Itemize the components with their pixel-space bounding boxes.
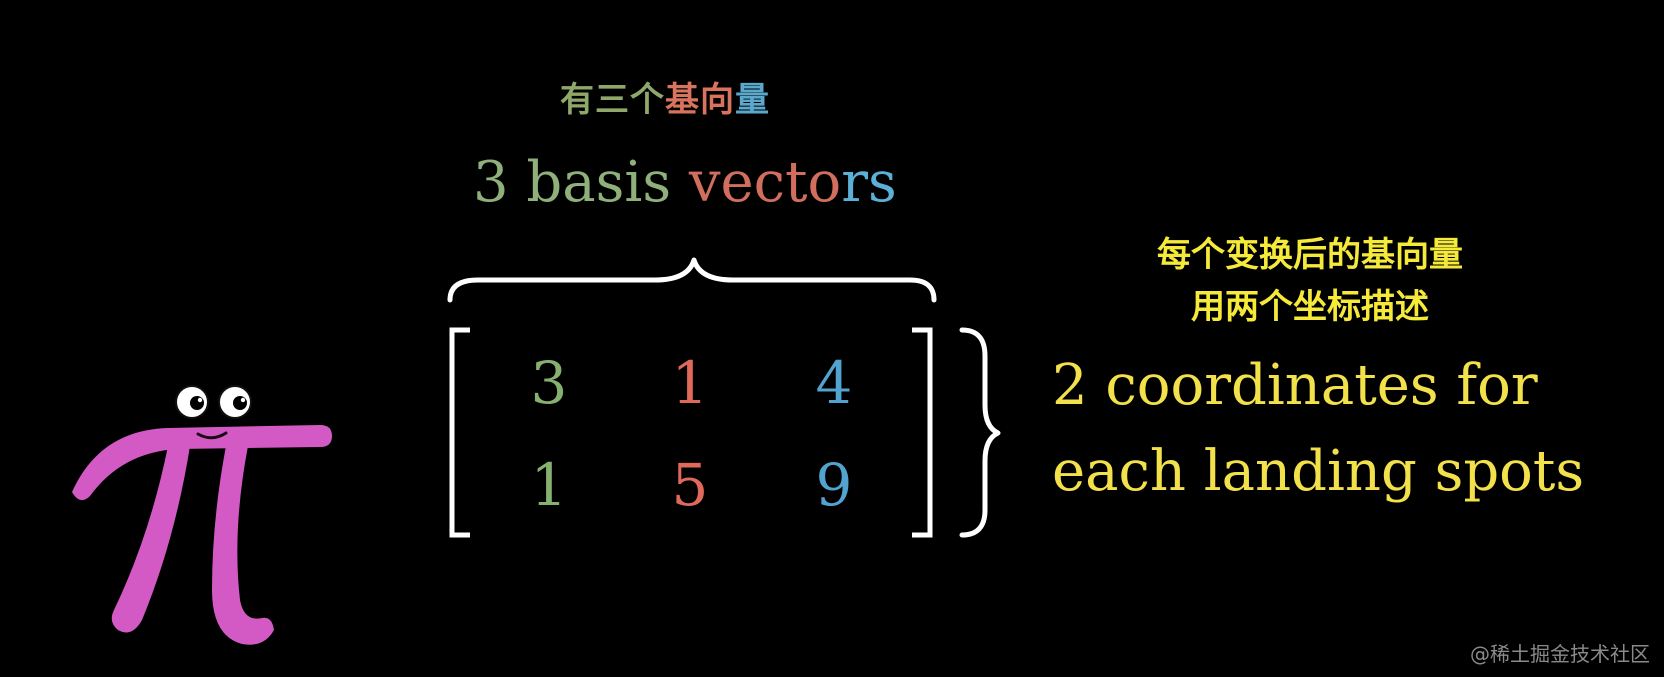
header-char: 量 — [735, 80, 770, 120]
matrix-right-bracket — [912, 327, 933, 538]
caption-en-line2: each landing spots — [1052, 439, 1585, 504]
matrix-entry-r2c3: 9 — [815, 451, 853, 519]
caption-cn-line1: 每个变换后的基向量 — [1157, 235, 1463, 275]
matrix-entry-r1c1: 3 — [530, 349, 568, 417]
matrix-entry-r1c2: 1 — [671, 349, 709, 417]
pi-right-leg — [212, 446, 274, 645]
pi-glint-right — [240, 397, 246, 403]
header-char: 基 — [665, 80, 700, 120]
basis-label-part: vecto — [688, 150, 842, 215]
header-char: 个 — [630, 80, 665, 120]
pi-left-leg — [111, 446, 190, 633]
matrix-entry-r2c1: 1 — [530, 451, 568, 519]
header-char: 三 — [595, 80, 630, 120]
caption-en-line1: 2 coordinates for — [1052, 353, 1538, 418]
top-brace — [447, 257, 937, 303]
header-char: 向 — [700, 80, 735, 120]
pi-glint-left — [197, 397, 203, 403]
basis-label-part: rs — [841, 150, 897, 215]
matrix-entry-r2c2: 5 — [671, 451, 709, 519]
right-brace — [959, 327, 1001, 538]
pi-creature-icon — [72, 385, 332, 645]
caption-cn-line2: 用两个坐标描述 — [1191, 287, 1429, 327]
watermark: @稀土掘金技术社区 — [1470, 642, 1650, 666]
basis-header-cn: 有三个基向量 — [560, 72, 770, 121]
matrix-entry-r1c3: 4 — [815, 349, 853, 417]
header-char: 有 — [560, 80, 595, 120]
matrix-left-bracket — [449, 327, 470, 538]
pi-top-bar — [72, 425, 332, 501]
basis-label-part: 3 basis — [473, 150, 689, 215]
pi-smile — [196, 431, 228, 440]
pi-pupil-left — [190, 396, 204, 410]
pi-pupil-right — [233, 396, 247, 410]
basis-label: 3 basis vectors — [473, 150, 897, 215]
